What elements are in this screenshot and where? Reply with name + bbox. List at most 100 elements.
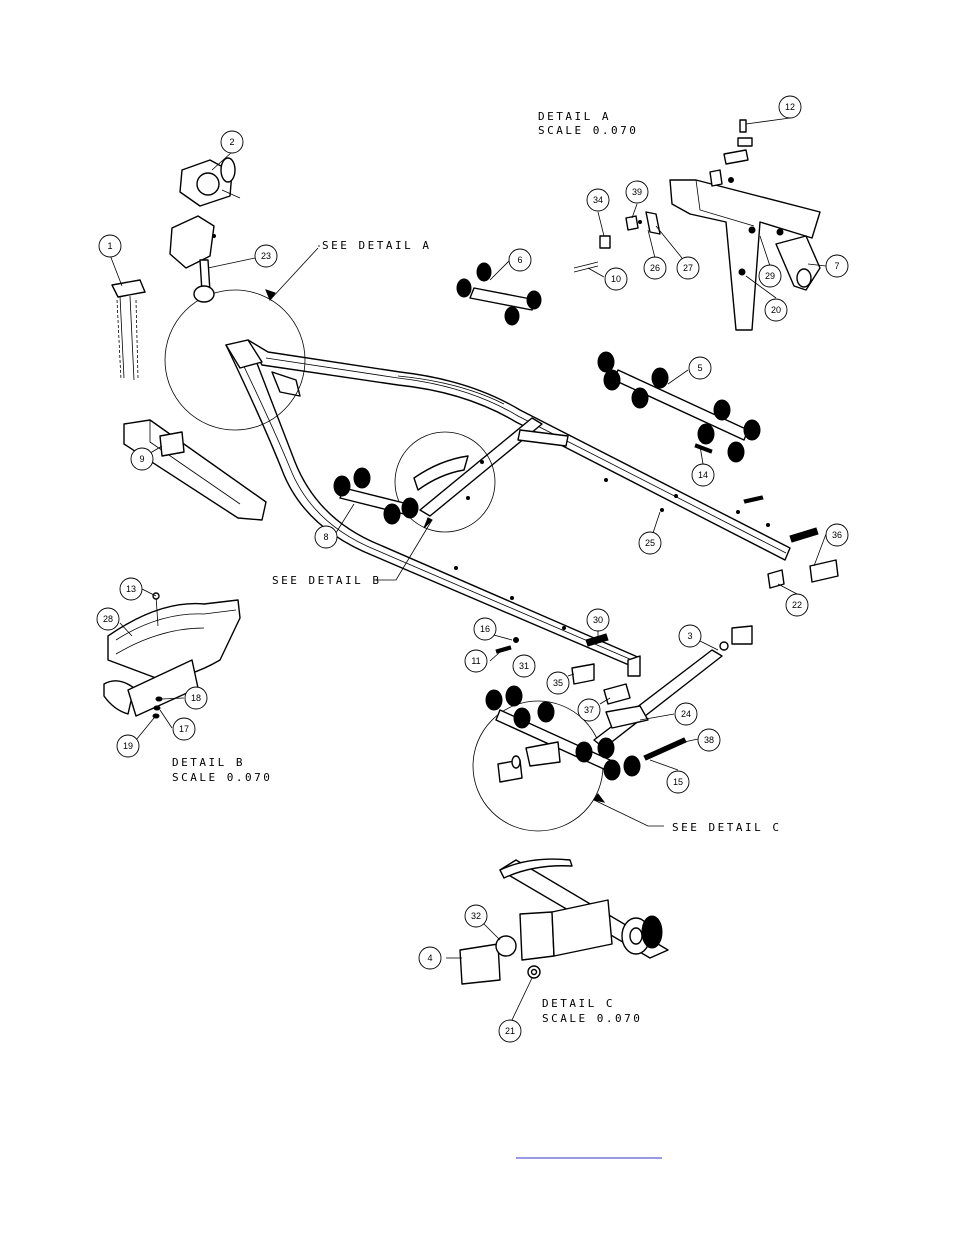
svg-text:12: 12: [785, 102, 795, 112]
svg-text:39: 39: [632, 187, 642, 197]
frame-holes: [454, 460, 770, 630]
svg-text:15: 15: [673, 777, 683, 787]
balloon-10: 10: [604, 267, 628, 291]
svg-text:4: 4: [427, 953, 432, 963]
svg-text:7: 7: [834, 261, 839, 271]
item-balloons: 1 2 23 9 6 5 14 8 25 36 22 30 3 16 11 31…: [96, 95, 849, 1043]
balloon-7: 7: [825, 254, 849, 278]
svg-text:34: 34: [593, 195, 603, 205]
detail-c-title: DETAIL C: [542, 997, 615, 1010]
svg-text:3: 3: [687, 631, 692, 641]
detail-a-circle: [164, 289, 306, 431]
balloon-18: 18: [184, 686, 208, 710]
balloon-19: 19: [116, 734, 140, 758]
balloon-32: 32: [464, 904, 488, 928]
svg-text:29: 29: [765, 271, 775, 281]
callout-arrows: [265, 289, 606, 803]
balloon-35: 35: [546, 671, 570, 695]
svg-text:32: 32: [471, 911, 481, 921]
detail-c-circle: [472, 700, 604, 832]
balloon-12: 12: [778, 95, 802, 119]
balloon-6: 6: [508, 248, 532, 272]
winch-part: [179, 157, 241, 207]
svg-text:19: 19: [123, 741, 133, 751]
balloon-11: 11: [464, 649, 488, 673]
balloon-13: 13: [119, 577, 143, 601]
rear-small-parts: [495, 443, 839, 761]
roller-bunk-rear: [485, 685, 641, 783]
balloon-14: 14: [691, 463, 715, 487]
svg-text:10: 10: [611, 274, 621, 284]
detail-b-scale: SCALE 0.070: [172, 771, 272, 784]
svg-text:8: 8: [323, 532, 328, 542]
svg-text:37: 37: [584, 705, 594, 715]
balloon-26: 26: [643, 256, 667, 280]
balloon-8: 8: [314, 525, 338, 549]
balloon-23: 23: [254, 244, 278, 268]
see-detail-a: SEE DETAIL A: [322, 239, 431, 252]
balloon-31: 31: [512, 654, 536, 678]
svg-text:9: 9: [139, 454, 144, 464]
roller-bunk-6: [456, 262, 542, 326]
safety-chain-part: [111, 279, 146, 381]
balloon-15: 15: [666, 770, 690, 794]
svg-text:18: 18: [191, 693, 201, 703]
svg-text:26: 26: [650, 263, 660, 273]
svg-text:1: 1: [107, 241, 112, 251]
svg-text:11: 11: [471, 656, 480, 666]
detail-labels: DETAIL A SCALE 0.070 DETAIL B SCALE 0.07…: [172, 110, 781, 1025]
balloon-30: 30: [586, 608, 610, 632]
detail-c-parts: [459, 858, 669, 985]
balloon-39: 39: [625, 180, 649, 204]
detail-b-parts: [103, 592, 241, 719]
balloon-4: 4: [418, 946, 442, 970]
svg-text:20: 20: [771, 305, 781, 315]
detail-a-parts: [573, 119, 821, 331]
svg-text:30: 30: [593, 615, 603, 625]
detail-a-scale: SCALE 0.070: [538, 124, 638, 137]
balloon-29: 29: [758, 264, 782, 288]
svg-text:21: 21: [505, 1026, 515, 1036]
svg-text:6: 6: [517, 255, 522, 265]
balloon-3: 3: [678, 624, 702, 648]
see-detail-c: SEE DETAIL C: [672, 821, 781, 834]
detail-a-title: DETAIL A: [538, 110, 611, 123]
balloon-27: 27: [676, 256, 700, 280]
svg-text:27: 27: [683, 263, 693, 273]
balloon-28: 28: [96, 607, 120, 631]
balloon-1: 1: [98, 234, 122, 258]
svg-text:31: 31: [519, 661, 529, 671]
roller-bunk-5: [597, 351, 761, 463]
winch-stand-part: [169, 215, 216, 303]
balloon-20: 20: [764, 298, 788, 322]
detail-c-scale: SCALE 0.070: [542, 1012, 642, 1025]
svg-text:2: 2: [229, 137, 234, 147]
svg-text:23: 23: [261, 251, 271, 261]
svg-text:17: 17: [179, 724, 189, 734]
balloon-24: 24: [674, 702, 698, 726]
balloon-36: 36: [825, 523, 849, 547]
svg-text:13: 13: [126, 584, 136, 594]
see-detail-b: SEE DETAIL B: [272, 574, 381, 587]
balloon-38: 38: [697, 728, 721, 752]
svg-text:22: 22: [792, 600, 802, 610]
svg-text:38: 38: [704, 735, 714, 745]
detail-b-circle: [394, 431, 496, 533]
balloon-34: 34: [586, 188, 610, 212]
detail-b-title: DETAIL B: [172, 756, 245, 769]
balloon-2: 2: [220, 130, 244, 154]
roller-bunk-front: [333, 455, 469, 525]
balloon-9: 9: [130, 447, 154, 471]
svg-text:25: 25: [645, 538, 655, 548]
balloon-37: 37: [577, 698, 601, 722]
balloon-25: 25: [638, 531, 662, 555]
balloon-21: 21: [498, 1019, 522, 1043]
svg-text:14: 14: [698, 470, 708, 480]
balloon-22: 22: [785, 593, 809, 617]
svg-text:28: 28: [103, 614, 113, 624]
svg-text:5: 5: [697, 363, 702, 373]
trailer-frame: [225, 339, 791, 669]
svg-text:35: 35: [553, 678, 563, 688]
leader-lines: [109, 117, 827, 1021]
